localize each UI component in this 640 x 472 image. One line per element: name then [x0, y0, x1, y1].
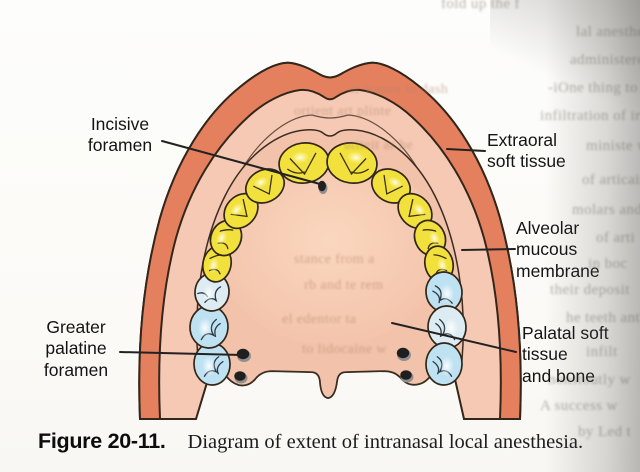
greater-palatine-foramen-right-dots [396, 347, 414, 383]
bleedthrough-text: nonstoutly w [548, 372, 631, 388]
greater-palatine-foramen-left-dots [234, 348, 251, 384]
incisive-foramen-leader [161, 140, 321, 185]
tooth-left-lateral-incisor [244, 168, 286, 204]
tooth-left-first-molar [194, 272, 230, 312]
tooth-right-central-incisor [326, 142, 378, 184]
bleedthrough-text: he teeth antl ed [566, 310, 640, 326]
tooth-right-third-molar [425, 342, 463, 386]
tooth-right-first-molar [425, 271, 463, 313]
label-extraoral-soft-tissue: Extraoral soft tissue [487, 130, 566, 172]
teeth-arch [189, 142, 467, 386]
tooth-right-lateral-incisor [370, 168, 412, 204]
tooth-right-canine [397, 192, 433, 230]
bleedthrough-text: ministe w [586, 138, 640, 154]
tooth-left-central-incisor [278, 142, 330, 184]
greater-palatine-leader [119, 351, 243, 356]
figure-number: Figure 20-11. [38, 429, 166, 453]
leader-lines [119, 140, 517, 356]
alveolar-leader [461, 248, 516, 251]
label-palatal-soft-tissue-and-bone: Palatal soft tissue and bone [522, 323, 609, 386]
bleedthrough-text: by Led t [578, 424, 632, 440]
label-incisive-foramen: Incisive foramen [87, 114, 153, 156]
bleedthrough-text: A success w [540, 398, 618, 414]
figure-caption: Figure 20-11. Diagram of extent of intra… [38, 429, 583, 454]
foramina-dots [234, 180, 414, 384]
bleedthrough-text: lal anesthesia o [576, 24, 640, 40]
bleedthrough-text: fold up the f [441, 0, 520, 12]
bleedthrough-text: administered ta [570, 52, 640, 68]
bleedthrough-text: their deposit [550, 282, 630, 298]
bleedthrough-text: of articaine m [582, 172, 640, 188]
bleedthrough-text: infiltration of irt [540, 108, 640, 124]
label-greater-palatine-foramen: Greater palatine foramen [43, 317, 109, 380]
tooth-left-second-molar [189, 305, 229, 349]
label-alveolar-mucous-membrane: Alveolar mucous membrane [516, 218, 600, 281]
palatal-leader [391, 322, 517, 353]
bleedthrough-text: of arti [596, 230, 636, 246]
tooth-left-first-premolar [209, 219, 243, 257]
bleedthrough-text: in boc [588, 256, 628, 272]
figure-caption-text: Diagram of extent of intranasal local an… [187, 431, 584, 453]
tooth-left-third-molar [193, 342, 231, 386]
palate-highlight [218, 155, 442, 345]
bleedthrough-text: infilt [586, 344, 618, 360]
bleedthrough-text: molars and p [572, 202, 640, 218]
bleedthrough-text: -iOne thing to s [548, 80, 640, 96]
extraoral-leader [446, 148, 486, 152]
extraoral-soft-tissue-region [138, 61, 522, 420]
